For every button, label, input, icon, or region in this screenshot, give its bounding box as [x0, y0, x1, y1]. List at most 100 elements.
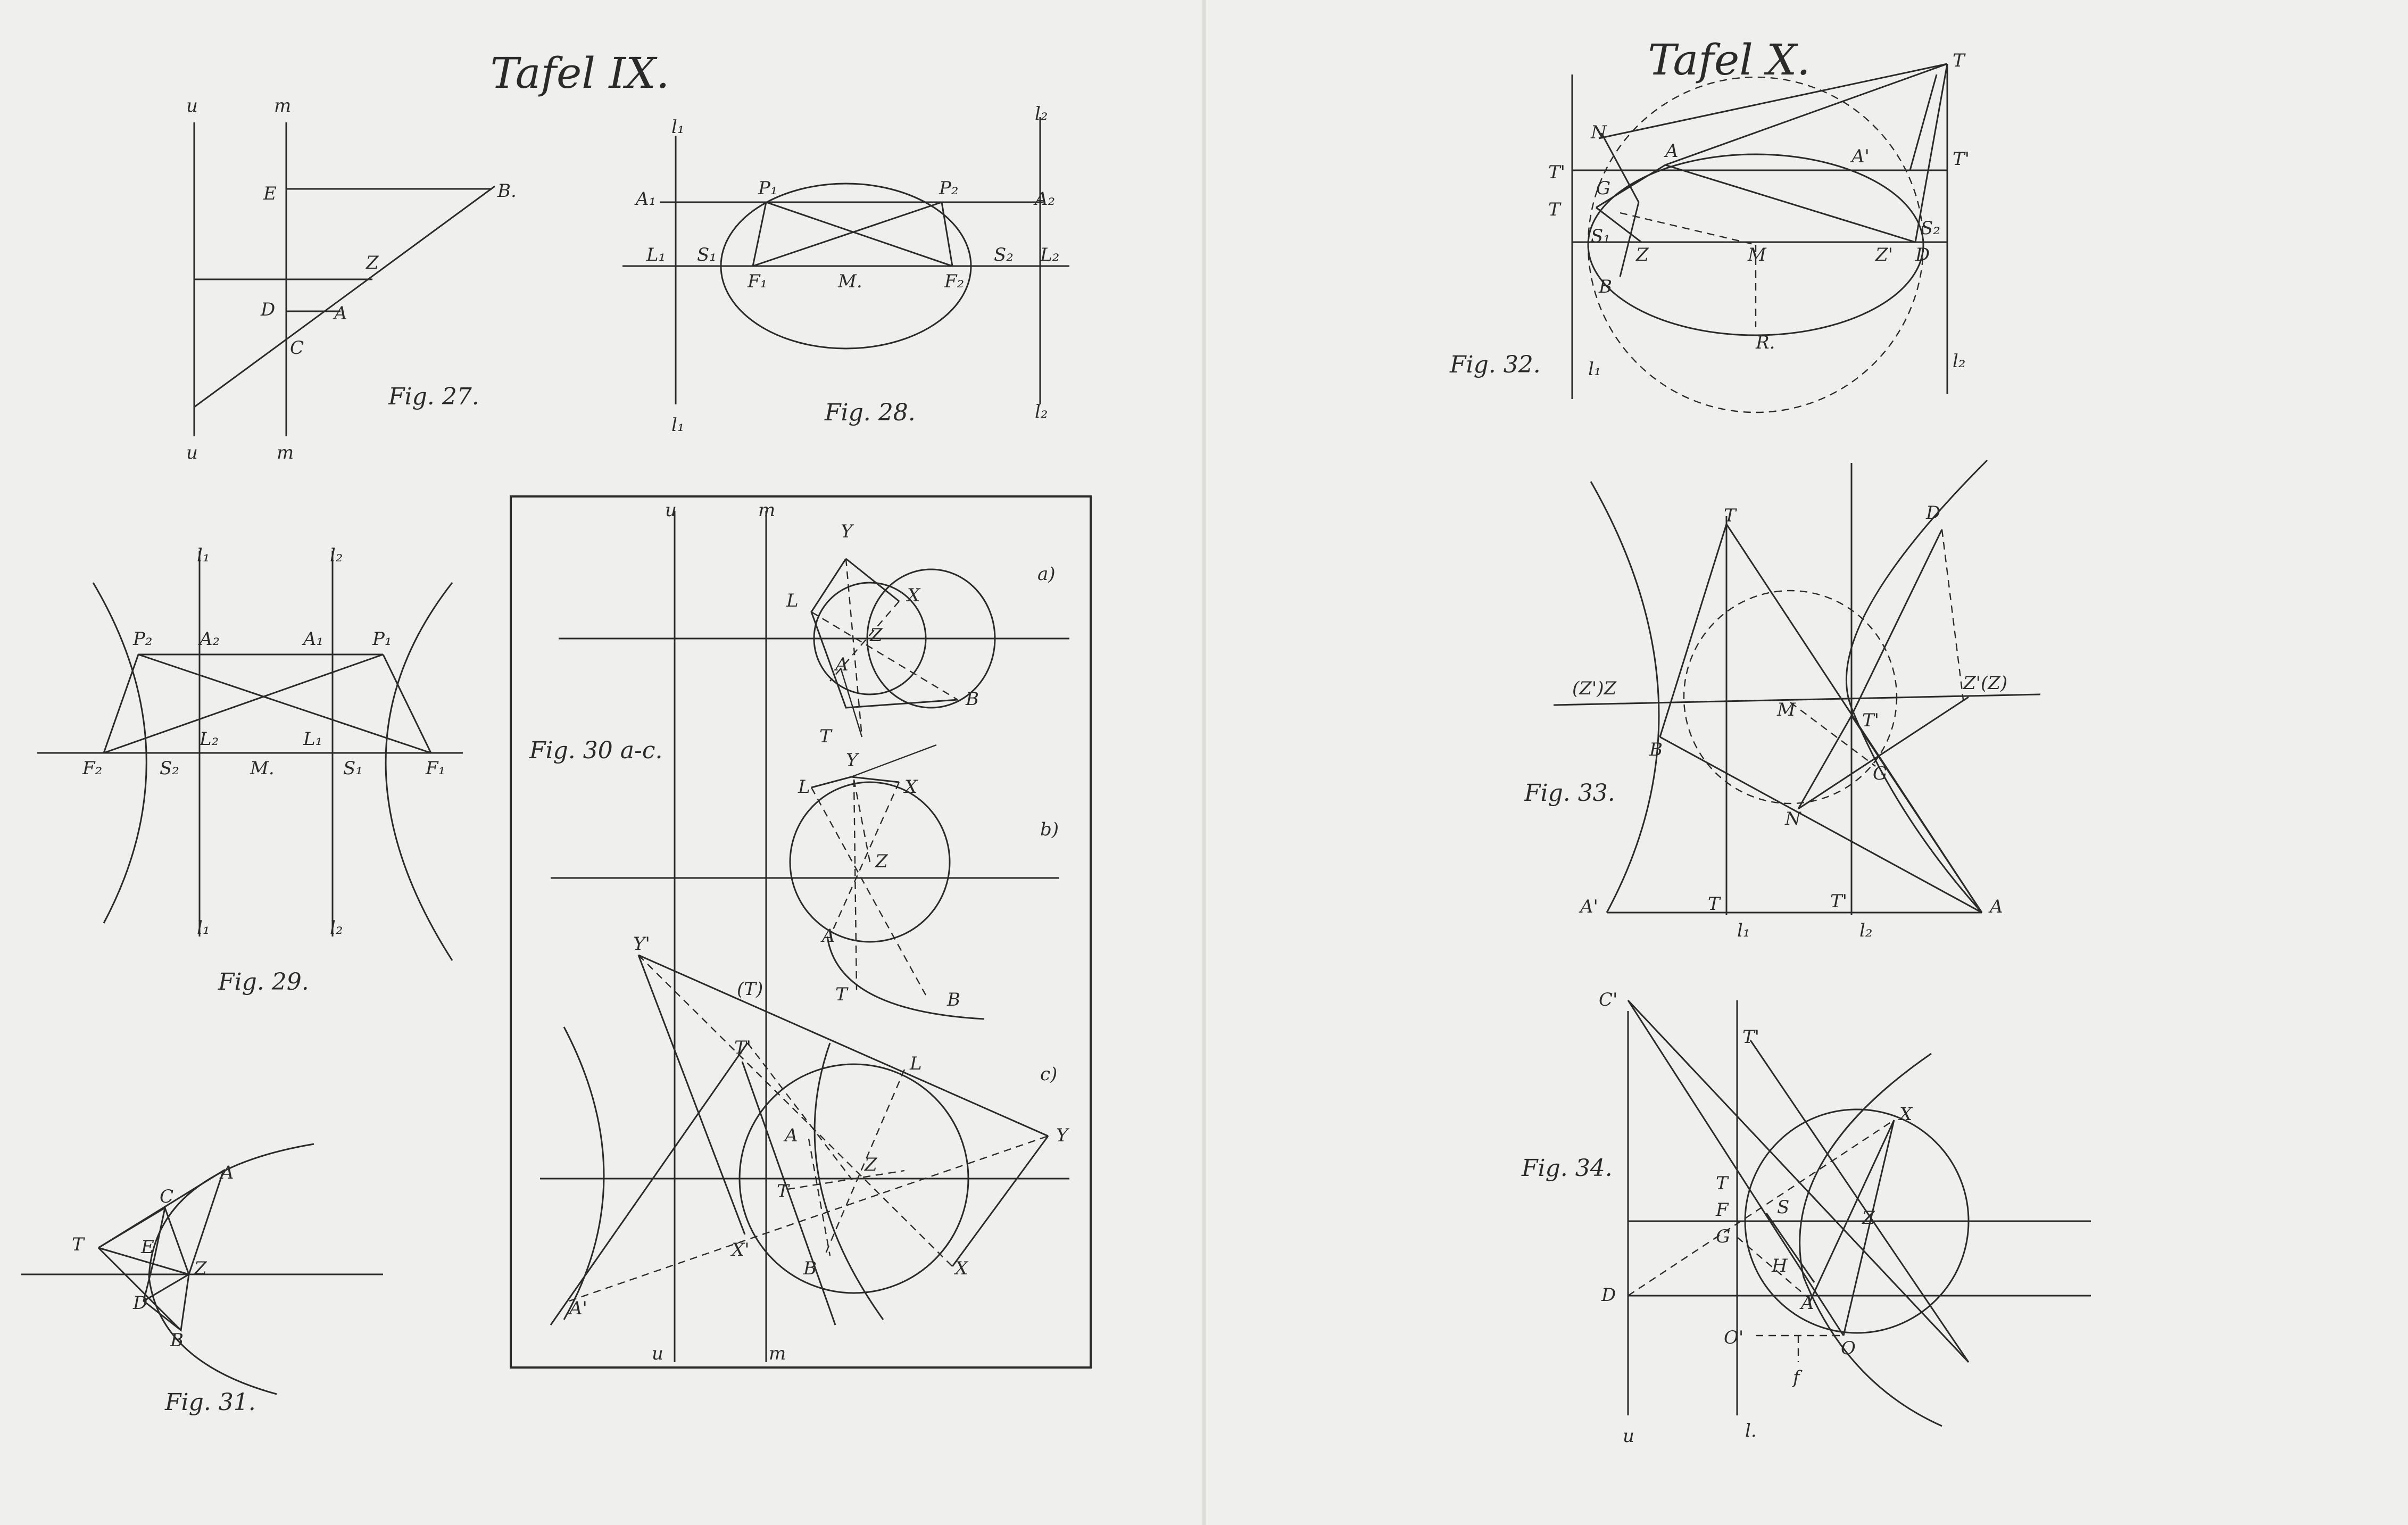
fig27-label: A	[333, 303, 347, 324]
fig32-caption: Fig. 32.	[1449, 351, 1541, 378]
figure-27: u m E B. Z D A C u m Fig. 27.	[186, 95, 517, 463]
fig27-label: D	[260, 299, 275, 320]
fig32-label: T'	[1953, 148, 1970, 170]
fig34-label: l.	[1745, 1420, 1757, 1441]
fig28-label: F₁	[747, 271, 767, 292]
fig27-label: E	[263, 183, 277, 204]
fig29-label: A₁	[302, 628, 323, 650]
fig29-label: L₁	[303, 728, 322, 750]
fig33-label: T'	[1830, 891, 1847, 912]
fig29-label: F₂	[82, 758, 102, 779]
fig32-label: S₁	[1591, 226, 1610, 247]
fig28-label: A₂	[1033, 188, 1055, 210]
fig27-label: C	[290, 337, 304, 359]
fig29-label: A₂	[198, 628, 220, 650]
fig30-label: A	[834, 654, 849, 675]
figure-34: C' T' X T F S Z G H D A O' O f u l. Fig.…	[1521, 989, 2091, 1447]
fig34-label: S	[1777, 1197, 1789, 1218]
fig30-label: X	[953, 1258, 969, 1279]
fig33-label: T'	[1862, 710, 1879, 731]
fig28-label: L₁	[646, 244, 666, 266]
fig33-label: l₂	[1859, 920, 1873, 941]
fig29-label: F₁	[425, 758, 445, 779]
fig29-label: l₂	[330, 545, 343, 566]
figure-29: l₁ l₂ P₂ A₂ A₁ P₁ L₂ L₁ F₂ S₂ M. S₁ F₁ l…	[37, 545, 463, 996]
fig31-label: A	[219, 1162, 234, 1183]
fig28-label: P₂	[939, 178, 959, 199]
figure-31: T C A E Z D B Fig. 31.	[21, 1143, 383, 1416]
fig33-label: B	[1649, 739, 1663, 760]
title-tafel-x: Tafel X.	[1648, 35, 1810, 85]
fig30-part-c: c)	[1040, 1064, 1057, 1085]
fig34-label: X	[1898, 1104, 1913, 1125]
fig31-label: Z	[194, 1258, 207, 1279]
fig30-label: m	[758, 500, 775, 521]
fig28-label: M.	[837, 271, 862, 292]
fig30-label: X	[903, 776, 918, 798]
fig27-label: u	[186, 95, 198, 117]
fig30-part-b: b)	[1040, 819, 1059, 840]
fig31-label: D	[132, 1292, 147, 1314]
fig30-label: Y	[1056, 1125, 1070, 1146]
fig29-label: M.	[250, 758, 275, 779]
fig34-label: F	[1715, 1199, 1729, 1221]
fig33-caption: Fig. 33.	[1524, 780, 1615, 807]
fig33-label: A'	[1579, 896, 1598, 917]
fig30-frame	[510, 495, 1092, 1369]
fig29-label: P₂	[132, 628, 153, 650]
fig33-label: Z'(Z)	[1963, 673, 2007, 694]
figure-28: l₁ l₂ A₁ P₁ P₂ A₂ L₁ S₁ F₁ M. F₂ S₂ L₂ l…	[622, 103, 1069, 436]
fig31-label: E	[140, 1237, 154, 1258]
fig34-label: D	[1601, 1284, 1616, 1306]
fig30-label: T	[819, 726, 833, 747]
fig30-label: X'	[730, 1239, 750, 1261]
fig32-label: Z	[1635, 244, 1649, 266]
fig30-label: B	[946, 989, 960, 1010]
fig27-label: B.	[497, 180, 517, 202]
fig32-label: M	[1747, 244, 1767, 266]
fig32-label: Z'	[1875, 244, 1893, 266]
fig28-caption: Fig. 28.	[824, 399, 916, 426]
fig34-label: T	[1716, 1173, 1729, 1194]
fig28-label: L₂	[1040, 244, 1059, 266]
fig28-label: P₁	[758, 178, 778, 199]
fig30-label: Z	[869, 625, 883, 646]
fig33-label: A	[1988, 896, 2003, 917]
fig33-label: G	[1873, 763, 1887, 784]
fig30-label: A	[820, 925, 835, 947]
fig28-label: S₁	[697, 244, 717, 266]
fig30-label: Y	[846, 750, 860, 771]
fig29-label: l₁	[197, 917, 210, 939]
fig32-label: S₂	[1921, 218, 1940, 239]
figure-32: T' N T A A' T' T G S₁ S₂ Z M Z' D B R. l…	[1449, 50, 1970, 413]
fig33-label: M	[1776, 699, 1796, 720]
fig31-label: B	[170, 1330, 184, 1351]
fig29-label: S₂	[160, 758, 179, 779]
fig32-label: D	[1915, 244, 1930, 266]
fig34-label: C'	[1599, 989, 1617, 1010]
fig30-label: Z	[864, 1154, 878, 1175]
fig34-label: O	[1841, 1338, 1856, 1359]
fig30-label: B	[965, 689, 979, 710]
fig30-caption: Fig. 30 a-c.	[529, 737, 662, 764]
figure-33: T D (Z')Z Z'(Z) M T' B G N A' T l₁ T' l₂…	[1524, 459, 2041, 941]
fig34-label: u	[1623, 1425, 1634, 1447]
fig30-label: L	[798, 776, 810, 798]
fig30-label: B	[803, 1258, 817, 1279]
fig32-label: A	[1664, 140, 1679, 162]
fig32-label: G	[1596, 178, 1610, 199]
fig34-label: H	[1771, 1255, 1788, 1277]
fig27-label: Z	[366, 252, 379, 273]
fig32-label: T	[1548, 199, 1562, 220]
fig28-label: F₂	[944, 271, 964, 292]
fig28-label: l₂	[1035, 401, 1048, 422]
fig32-label: N	[1590, 122, 1607, 143]
fig27-label: m	[274, 95, 291, 117]
fig30-label: X	[906, 585, 921, 606]
fig30-label: u	[665, 500, 677, 521]
fig29-label: l₁	[197, 545, 210, 566]
fig28-label: S₂	[994, 244, 1014, 266]
fig30-label: T	[835, 984, 849, 1005]
fig33-label: D	[1925, 502, 1940, 524]
fig30-label: T	[777, 1181, 790, 1202]
